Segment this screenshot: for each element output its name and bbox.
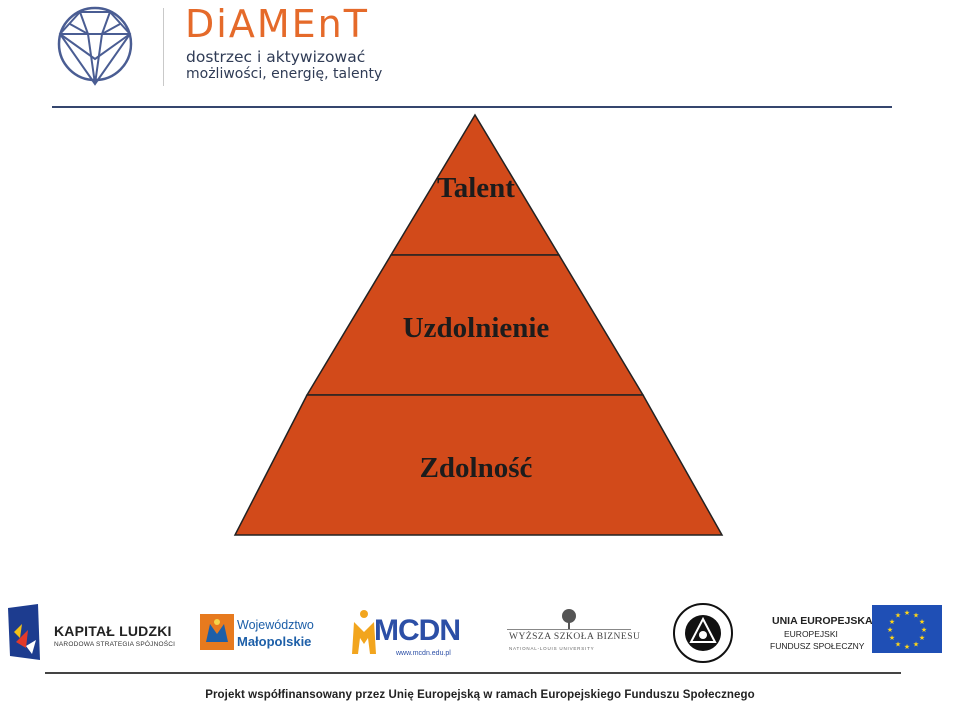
wojewodztwo-emblem-icon <box>200 614 234 650</box>
svg-text:★: ★ <box>921 626 927 634</box>
nlu-seal-icon <box>673 603 733 663</box>
mcdn-name: MCDN <box>374 614 461 647</box>
kapital-ludzki-subtitle: NARODOWA STRATEGIA SPÓJNOŚCI <box>54 641 176 648</box>
wojewodztwo-line-1: Województwo <box>237 618 314 632</box>
unia-europejska-logo: UNIA EUROPEJSKA EUROPEJSKI FUNDUSZ SPOŁE… <box>752 604 952 660</box>
svg-text:★: ★ <box>887 626 893 634</box>
wsb-subtitle: NATIONAL-LOUIS UNIVERSITY <box>509 646 595 651</box>
header-rule <box>52 106 892 108</box>
footer-text: Projekt współfinansowany przez Unię Euro… <box>205 689 755 701</box>
pyramid-label-zdolnosc: Zdolność <box>420 452 533 484</box>
tree-icon <box>562 609 576 629</box>
ue-line-2: EUROPEJSKI <box>784 629 838 639</box>
brand-title: DiAMEnT <box>185 2 369 46</box>
svg-text:★: ★ <box>919 634 925 642</box>
mcdn-url: www.mcdn.edu.pl <box>396 650 451 657</box>
eu-flag-icon: ★★★ ★★★ ★★★ ★★★ <box>872 605 942 653</box>
ue-line-1: UNIA EUROPEJSKA <box>772 615 873 627</box>
wsb-name: WYŻSZA SZKOŁA BIZNESU <box>509 632 641 642</box>
mcdn-logo: MCDN www.mcdn.edu.pl <box>350 606 465 662</box>
sponsor-logos: KAPITAŁ LUDZKI NARODOWA STRATEGIA SPÓJNO… <box>0 598 960 666</box>
mcdn-figure-icon <box>352 610 376 654</box>
wojewodztwo-malopolskie-logo: Województwo Małopolskie <box>200 614 314 655</box>
kapital-ludzki-emblem-icon <box>8 604 40 660</box>
svg-text:★: ★ <box>889 618 895 626</box>
svg-text:★: ★ <box>919 618 925 626</box>
svg-text:★: ★ <box>913 641 919 649</box>
header-divider <box>163 8 164 86</box>
brand-tagline-1: dostrzec i aktywizować <box>186 48 366 66</box>
svg-text:★: ★ <box>895 612 901 620</box>
ue-line-3: FUNDUSZ SPOŁECZNY <box>770 641 865 651</box>
svg-text:★: ★ <box>889 634 895 642</box>
svg-text:★: ★ <box>913 612 919 620</box>
wsb-rule <box>507 629 631 630</box>
pyramid-level-bottom <box>233 394 724 536</box>
svg-text:★: ★ <box>904 609 910 617</box>
brand-tagline-2: możliwości, energię, talenty <box>186 66 383 82</box>
national-louis-university-seal <box>672 602 734 669</box>
pyramid-label-talent: Talent <box>437 172 515 204</box>
kapital-ludzki-logo: KAPITAŁ LUDZKI NARODOWA STRATEGIA SPÓJNO… <box>6 602 175 667</box>
pyramid-diagram: Talent Uzdolnienie Zdolność <box>233 113 724 536</box>
pyramid-label-uzdolnienie: Uzdolnienie <box>403 312 550 344</box>
header: DiAMEnT dostrzec i aktywizować możliwośc… <box>0 0 960 110</box>
kapital-ludzki-title: KAPITAŁ LUDZKI <box>54 623 172 639</box>
wsb-logo: WYŻSZA SZKOŁA BIZNESU NATIONAL-LOUIS UNI… <box>505 608 640 660</box>
wojewodztwo-line-2: Małopolskie <box>237 634 312 649</box>
diamond-logo-icon <box>57 6 133 86</box>
svg-text:★: ★ <box>904 643 910 651</box>
footer-rule <box>45 672 901 674</box>
svg-text:★: ★ <box>895 641 901 649</box>
